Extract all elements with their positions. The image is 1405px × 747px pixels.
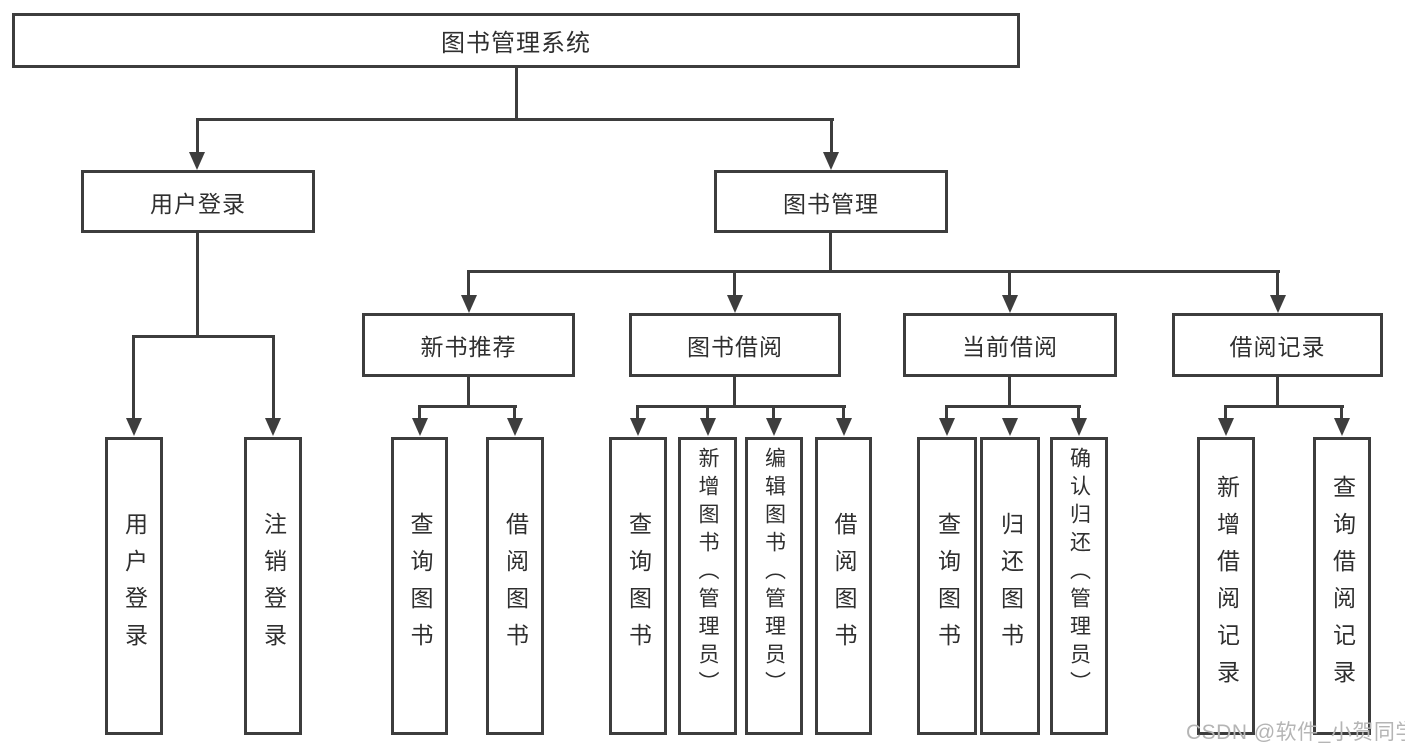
connector-line <box>772 405 775 421</box>
arrow-down-icon <box>461 295 477 313</box>
arrow-down-icon <box>630 418 646 436</box>
leaf-label: 用户登录 <box>121 512 148 660</box>
arrow-down-icon <box>700 418 716 436</box>
connector-line <box>1276 270 1279 297</box>
leaf-label: 查询图书 <box>407 512 433 660</box>
node-new-book-recommendation: 新书推荐 <box>362 313 575 377</box>
arrow-down-icon <box>1334 418 1350 436</box>
connector-line <box>196 118 199 154</box>
node-label: 用户登录 <box>150 190 246 217</box>
leaf-user-login: 用户登录 <box>105 437 163 735</box>
leaf-label: 查询图书 <box>625 512 652 660</box>
node-label: 图书借阅 <box>687 334 783 360</box>
connector-line <box>418 405 517 408</box>
leaf-label: 编辑图书（管理员） <box>762 447 786 699</box>
connector-line <box>842 405 845 421</box>
connector-line <box>1224 405 1227 421</box>
arrow-down-icon <box>1002 295 1018 313</box>
node-label: 当前借阅 <box>962 334 1058 360</box>
connector-line <box>418 405 421 421</box>
node-label: 新书推荐 <box>420 334 517 360</box>
arrow-down-icon <box>1002 418 1018 436</box>
watermark: CSDN @软件_小贺同学 <box>1186 721 1405 744</box>
arrow-down-icon <box>836 418 852 436</box>
node-user-login: 用户登录 <box>81 170 315 233</box>
leaf-add-borrow-record: 新增借阅记录 <box>1197 437 1255 735</box>
leaf-add-books-admin: 新增图书（管理员） <box>678 437 737 735</box>
connector-line <box>733 375 736 407</box>
connector-line <box>132 335 135 420</box>
leaf-confirm-return-admin: 确认归还（管理员） <box>1050 437 1108 735</box>
arrow-down-icon <box>1270 295 1286 313</box>
leaf-label: 新增图书（管理员） <box>696 447 719 699</box>
connector-line <box>636 405 846 408</box>
arrow-down-icon <box>189 152 205 170</box>
connector-line <box>830 118 833 154</box>
leaf-label: 借阅图书 <box>502 512 529 660</box>
leaf-edit-books-admin: 编辑图书（管理员） <box>745 437 803 735</box>
arrow-down-icon <box>939 418 955 436</box>
arrow-down-icon <box>265 418 281 436</box>
leaf-borrow-books: 借阅图书 <box>815 437 872 735</box>
connector-line <box>1276 375 1279 407</box>
connector-line <box>467 270 1280 273</box>
node-book-management: 图书管理 <box>714 170 948 233</box>
node-library-management-system: 图书管理系统 <box>12 13 1020 68</box>
connector-line <box>1224 405 1344 408</box>
arrow-down-icon <box>766 418 782 436</box>
connector-line <box>1008 270 1011 297</box>
leaf-label: 查询借阅记录 <box>1329 475 1356 697</box>
leaf-label: 查询图书 <box>934 512 961 660</box>
connector-line <box>706 405 709 421</box>
connector-line <box>133 335 275 338</box>
connector-line <box>1077 405 1080 421</box>
leaf-query-borrow-record: 查询借阅记录 <box>1313 437 1371 735</box>
node-borrowing-records: 借阅记录 <box>1172 313 1383 377</box>
leaf-return-books: 归还图书 <box>980 437 1040 735</box>
connector-line <box>733 270 736 297</box>
connector-line <box>945 405 1081 408</box>
leaf-query-books: 查询图书 <box>917 437 977 735</box>
arrow-down-icon <box>823 152 839 170</box>
connector-line <box>467 270 470 297</box>
node-book-borrowing: 图书借阅 <box>629 313 841 377</box>
node-label: 图书管理系统 <box>441 30 591 57</box>
connector-line <box>467 375 470 407</box>
leaf-label: 借阅图书 <box>831 512 857 660</box>
connector-line <box>196 231 199 337</box>
connector-line <box>636 405 639 421</box>
leaf-borrow-books: 借阅图书 <box>486 437 544 735</box>
leaf-query-books: 查询图书 <box>609 437 667 735</box>
node-current-borrowing: 当前借阅 <box>903 313 1117 377</box>
arrow-down-icon <box>727 295 743 313</box>
connector-line <box>1340 405 1343 421</box>
leaf-label: 注销登录 <box>260 512 287 660</box>
arrow-down-icon <box>507 418 523 436</box>
connector-line <box>272 335 275 420</box>
arrow-down-icon <box>126 418 142 436</box>
connector-line <box>513 405 516 421</box>
connector-line <box>515 66 518 120</box>
connector-line <box>196 118 834 121</box>
leaf-label: 归还图书 <box>997 512 1024 660</box>
leaf-label: 新增借阅记录 <box>1213 475 1240 697</box>
arrow-down-icon <box>1071 418 1087 436</box>
arrow-down-icon <box>412 418 428 436</box>
node-label: 图书管理 <box>783 190 879 217</box>
node-label: 借阅记录 <box>1229 334 1326 360</box>
connector-line <box>1008 375 1011 407</box>
leaf-logout-login: 注销登录 <box>244 437 302 735</box>
leaf-label: 确认归还（管理员） <box>1067 447 1091 699</box>
connector-line <box>945 405 948 421</box>
connector-line <box>829 231 832 272</box>
leaf-query-books: 查询图书 <box>391 437 448 735</box>
arrow-down-icon <box>1218 418 1234 436</box>
